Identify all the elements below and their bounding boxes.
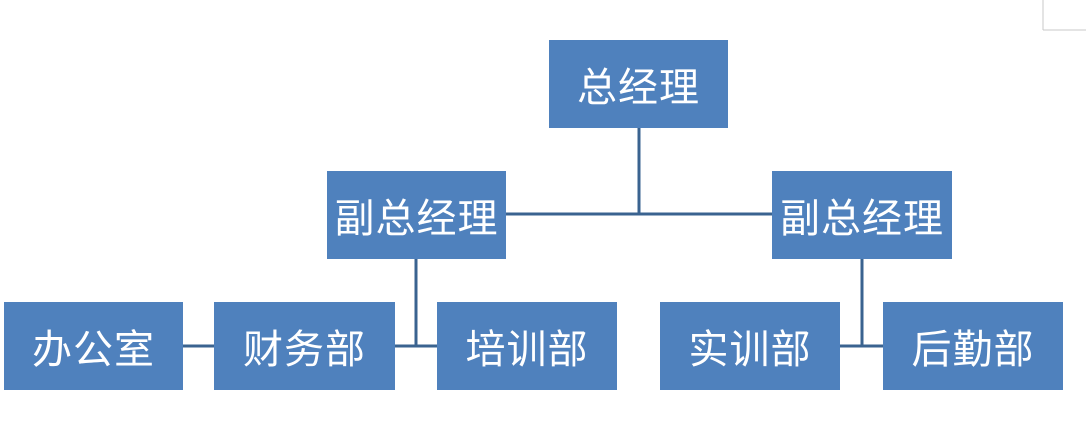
- node-training-label: 培训部: [465, 327, 589, 373]
- node-general-manager-label: 总经理: [577, 65, 700, 111]
- node-deputy-manager-right[interactable]: 副总经理: [772, 171, 952, 259]
- node-deputy-manager-left-label: 副总经理: [334, 196, 499, 242]
- node-finance-label: 财务部: [243, 327, 366, 373]
- node-deputy-manager-left[interactable]: 副总经理: [327, 171, 506, 259]
- node-logistics[interactable]: 后勤部: [883, 302, 1063, 390]
- node-practice[interactable]: 实训部: [660, 302, 840, 390]
- node-office[interactable]: 办公室: [4, 302, 183, 390]
- node-training[interactable]: 培训部: [437, 302, 617, 390]
- node-practice-label: 实训部: [688, 327, 812, 373]
- node-finance[interactable]: 财务部: [214, 302, 395, 390]
- node-general-manager[interactable]: 总经理: [549, 40, 728, 128]
- node-office-label: 办公室: [32, 327, 155, 373]
- node-logistics-label: 后勤部: [911, 327, 1035, 373]
- node-deputy-manager-right-label: 副总经理: [780, 196, 944, 242]
